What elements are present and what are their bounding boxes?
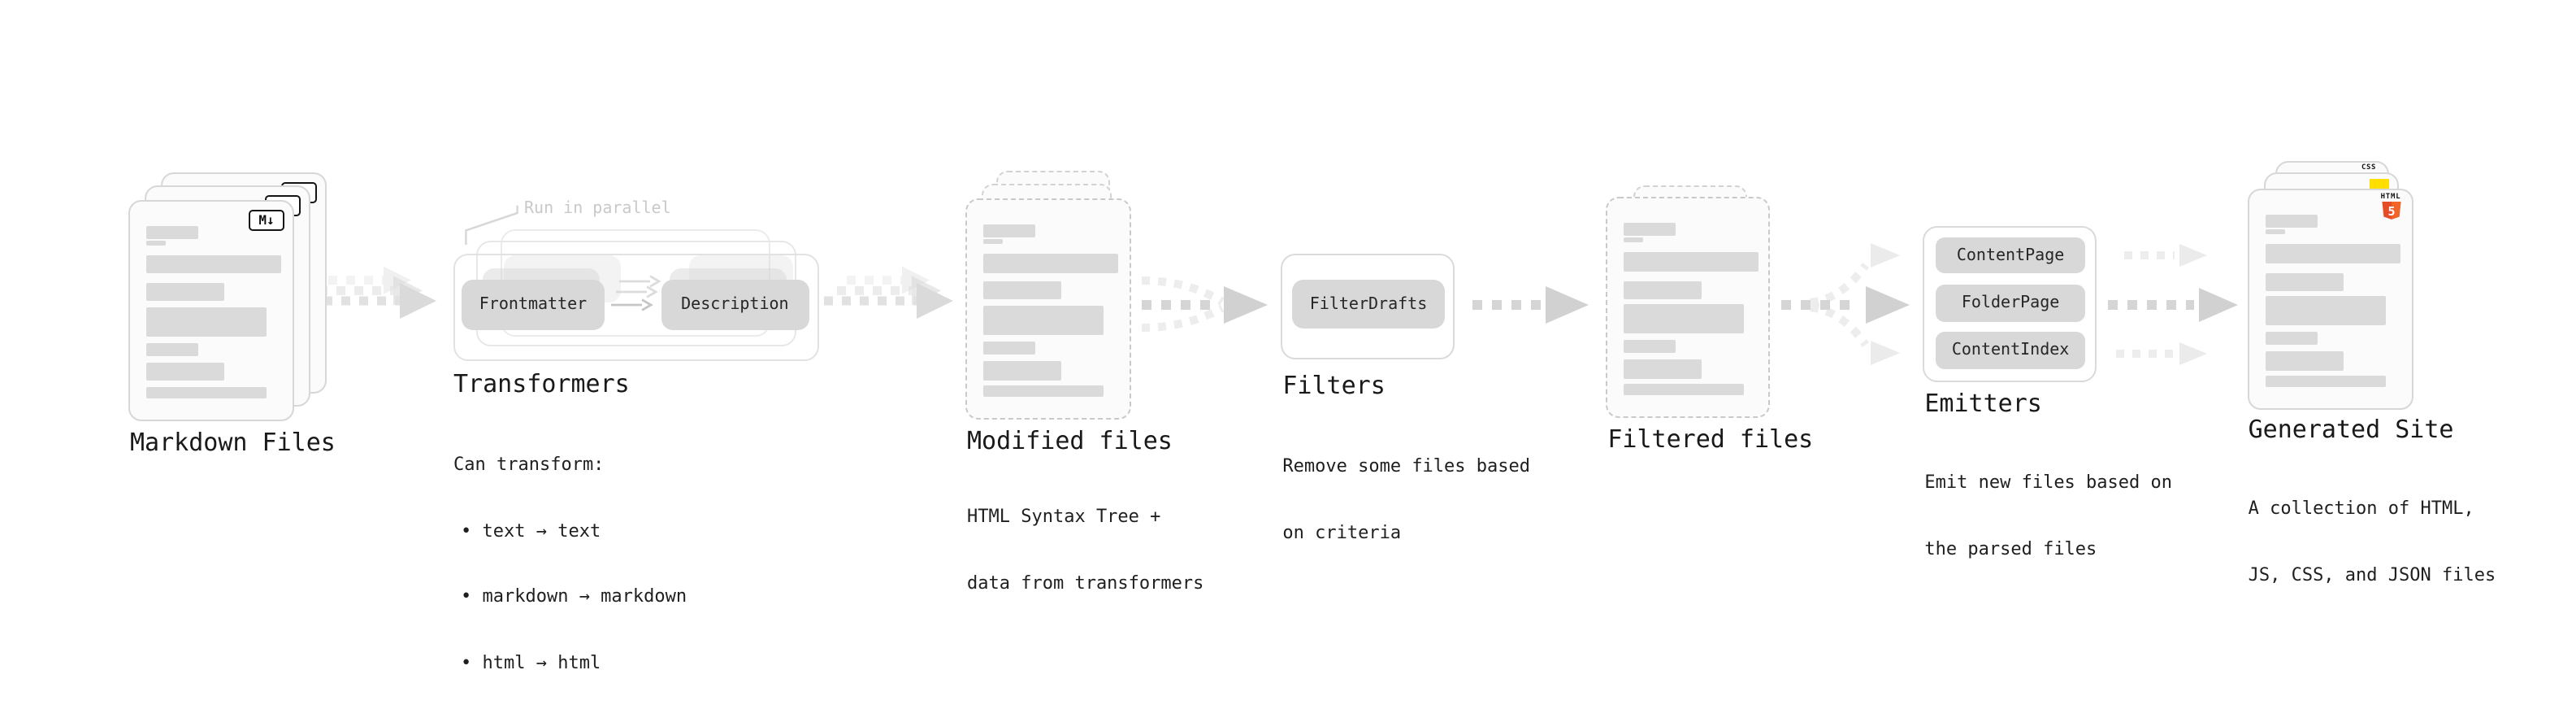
transformers-bullet: • markdown → markdown [461, 585, 687, 607]
arrow-frontmatter-to-description [611, 275, 661, 311]
frontmatter-pill: Frontmatter [462, 279, 605, 329]
doc-text-bar [145, 225, 197, 239]
filters-desc-line: Remove some files based [1282, 455, 1531, 477]
arrow-emitters-to-generated [2108, 244, 2238, 365]
generated-file-html: HTML 5 [2247, 188, 2413, 410]
generated-site-desc-line: JS, CSS, and JSON files [2248, 564, 2496, 585]
doc-text-bar [1624, 303, 1745, 334]
document-content-bars [2249, 190, 2412, 408]
arrow-transformers-to-modified [824, 266, 953, 319]
doc-text-bar [1624, 340, 1676, 353]
modified-files-desc-line: data from transformers [967, 572, 1204, 594]
arrows-layer [306, 205, 2238, 365]
doc-text-bar [1624, 359, 1702, 379]
doc-text-bar [983, 385, 1104, 398]
doc-text-bar [145, 255, 280, 274]
doc-text-bar [983, 238, 1003, 245]
contentpage-pill: ContentPage [1935, 237, 2086, 274]
doc-text-bar [2265, 295, 2385, 326]
doc-text-bar [983, 305, 1104, 335]
filterdrafts-pill: FilterDrafts [1292, 279, 1445, 329]
doc-text-bar [2265, 228, 2284, 235]
modified-files-desc-line: HTML Syntax Tree + [967, 506, 1161, 528]
doc-text-bar [983, 342, 1035, 355]
doc-text-bar [2265, 272, 2343, 291]
folderpage-pill: FolderPage [1935, 285, 2086, 321]
generated-site-desc-line: A collection of HTML, [2248, 498, 2474, 520]
arrow-filters-to-filtered [1472, 286, 1589, 324]
arrow-markdown-to-transformers [306, 266, 436, 319]
run-in-parallel-callout-line [465, 205, 518, 245]
generated-site-title: Generated Site [2248, 414, 2454, 444]
doc-text-bar [983, 224, 1035, 237]
document-content-bars [129, 201, 293, 419]
emitters-title: Emitters [1924, 388, 2042, 418]
doc-text-bar [145, 386, 266, 399]
doc-text-bar [2265, 244, 2400, 263]
doc-text-bar [1624, 383, 1745, 396]
filtered-files-title: Filtered files [1607, 424, 1814, 453]
contentindex-pill: ContentIndex [1935, 332, 2086, 369]
pipeline-diagram: M↓ M↓ M↓ Markdown Files Frontmatter Desc… [128, 161, 2496, 673]
emitters-desc-line: Emit new files based on [1924, 472, 2173, 494]
doc-text-bar [2265, 332, 2317, 345]
run-in-parallel-note: Run in parallel [524, 199, 671, 218]
doc-text-bar [145, 240, 165, 246]
html5-logo-label: HTML [2380, 194, 2401, 202]
markdown-files-title: Markdown Files [130, 427, 336, 456]
html5-shield: 5 [2381, 202, 2400, 220]
doc-text-bar [1624, 252, 1759, 272]
doc-text-bar [983, 281, 1061, 300]
doc-text-bar [1624, 237, 1644, 243]
transformers-description: Can transform: • text → text • markdown … [453, 411, 687, 718]
modified-files-description: HTML Syntax Tree + data from transformer… [967, 462, 1203, 637]
doc-text-bar [2265, 350, 2343, 371]
css-badge-label: CSS [2361, 164, 2377, 173]
filtered-file-front [1606, 196, 1771, 419]
markdown-file-front: M↓ [128, 199, 294, 420]
svg-text:5: 5 [2387, 205, 2394, 220]
doc-text-bar [145, 283, 223, 302]
transformers-title: Transformers [453, 369, 630, 399]
transformers-bullet: • text → text [461, 520, 601, 542]
doc-text-bar [1624, 222, 1676, 237]
document-content-bars [967, 199, 1130, 418]
transformer-container-front [453, 254, 818, 361]
filters-desc-line: on criteria [1282, 521, 1402, 543]
doc-text-bar [145, 343, 197, 355]
doc-text-bar [2265, 214, 2317, 228]
emitters-description: Emit new files based on the parsed files [1924, 429, 2172, 604]
document-content-bars [1608, 198, 1769, 417]
modified-files-title: Modified files [967, 426, 1173, 456]
filters-description: Remove some files based on criteria [1282, 412, 1530, 588]
filters-title: Filters [1282, 371, 1386, 400]
doc-text-bar [145, 362, 223, 381]
arrow-modified-to-filters [1141, 276, 1268, 332]
doc-text-bar [1624, 281, 1702, 299]
markdown-badge-icon: M↓ [249, 209, 284, 230]
html5-logo-icon: HTML 5 [2380, 194, 2401, 222]
transformers-bullet: • html → html [461, 651, 601, 673]
js-badge-icon [2370, 179, 2389, 190]
doc-text-bar [983, 360, 1061, 381]
emitters-desc-line: the parsed files [1924, 537, 2097, 559]
arrow-filtered-to-emitters [1781, 243, 1910, 365]
modified-file-front [965, 198, 1131, 420]
doc-text-bar [2265, 375, 2385, 388]
description-pill: Description [661, 279, 809, 329]
transformers-desc-heading: Can transform: [453, 454, 605, 476]
doc-text-bar [983, 253, 1118, 273]
doc-text-bar [145, 307, 266, 337]
generated-site-description: A collection of HTML, JS, CSS, and JSON … [2249, 454, 2496, 629]
